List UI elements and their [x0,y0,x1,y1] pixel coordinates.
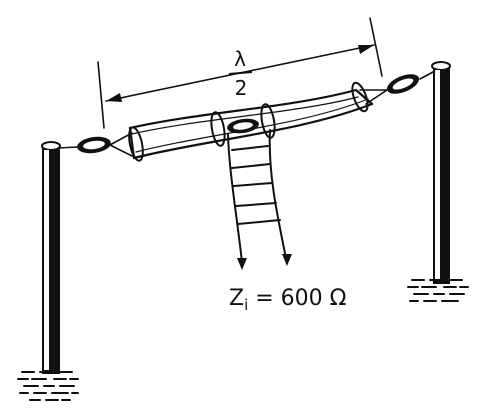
dimension-left-extension [97,61,105,129]
left-mast [41,141,61,374]
dipole-upper-conductor [128,88,358,130]
span-label-fraction-bar [228,71,253,75]
svg-text:Zi = 600 Ω: Zi = 600 Ω [229,286,346,314]
span-label-denominator: 2 [235,76,248,100]
dipole-lower-conductor [132,102,374,160]
left-ground-hatching [17,371,79,401]
impedance-label: Zi = 600 Ω [229,286,346,314]
impedance-symbol: Z [229,286,244,311]
dimension-arrow-right [358,45,374,54]
dipole-inner-upper [131,96,359,135]
impedance-subscript: i [244,296,248,314]
right-mast [431,61,451,284]
dipole-spacers [128,81,369,162]
feeder-arrows [237,254,292,270]
support-wires [57,71,434,149]
left-insulator [77,136,111,154]
right-insulator [386,74,420,94]
center-feed-insulator [227,118,259,134]
dimension-arrow-left [106,93,122,102]
dimension-arrowheads [106,45,374,102]
span-label-numerator: λ [234,47,246,71]
feeder-ribbon [227,129,287,263]
dimension-right-extension [369,17,383,77]
right-ground-hatching [407,279,469,302]
impedance-value: = 600 Ω [248,286,346,311]
